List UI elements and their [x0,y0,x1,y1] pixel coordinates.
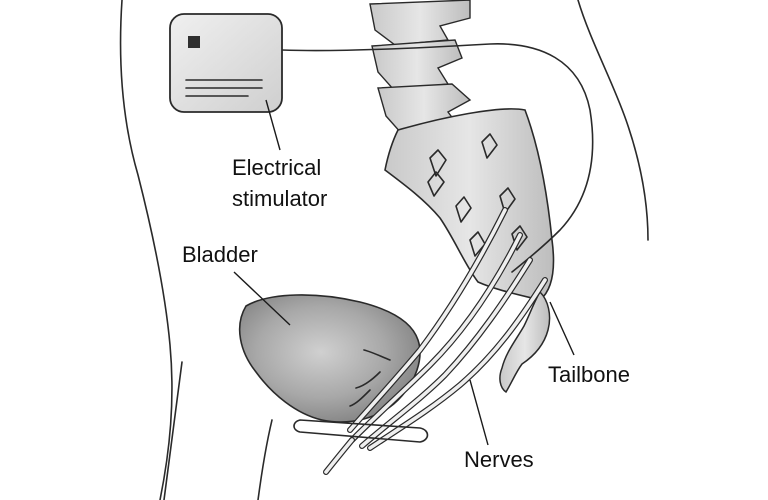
nerves-leader-line [469,379,489,446]
spine [369,0,472,135]
body-outline [119,0,649,500]
bladder-leader-line [233,271,291,326]
bladder-label: Bladder [182,242,258,267]
tailbone-label: Tailbone [548,362,630,387]
stimulator-label-line2: stimulator [232,186,327,211]
nerves-label: Nerves [464,447,534,472]
stimulator-lead-wire [281,43,594,273]
electrical-stimulator-device [169,13,283,113]
stimulator-leader-line [265,99,281,151]
nerves [293,207,548,475]
stimulator-label-line1: Electrical [232,155,321,180]
tailbone [499,290,551,394]
tailbone-leader-line [549,301,575,356]
bladder [238,294,421,423]
